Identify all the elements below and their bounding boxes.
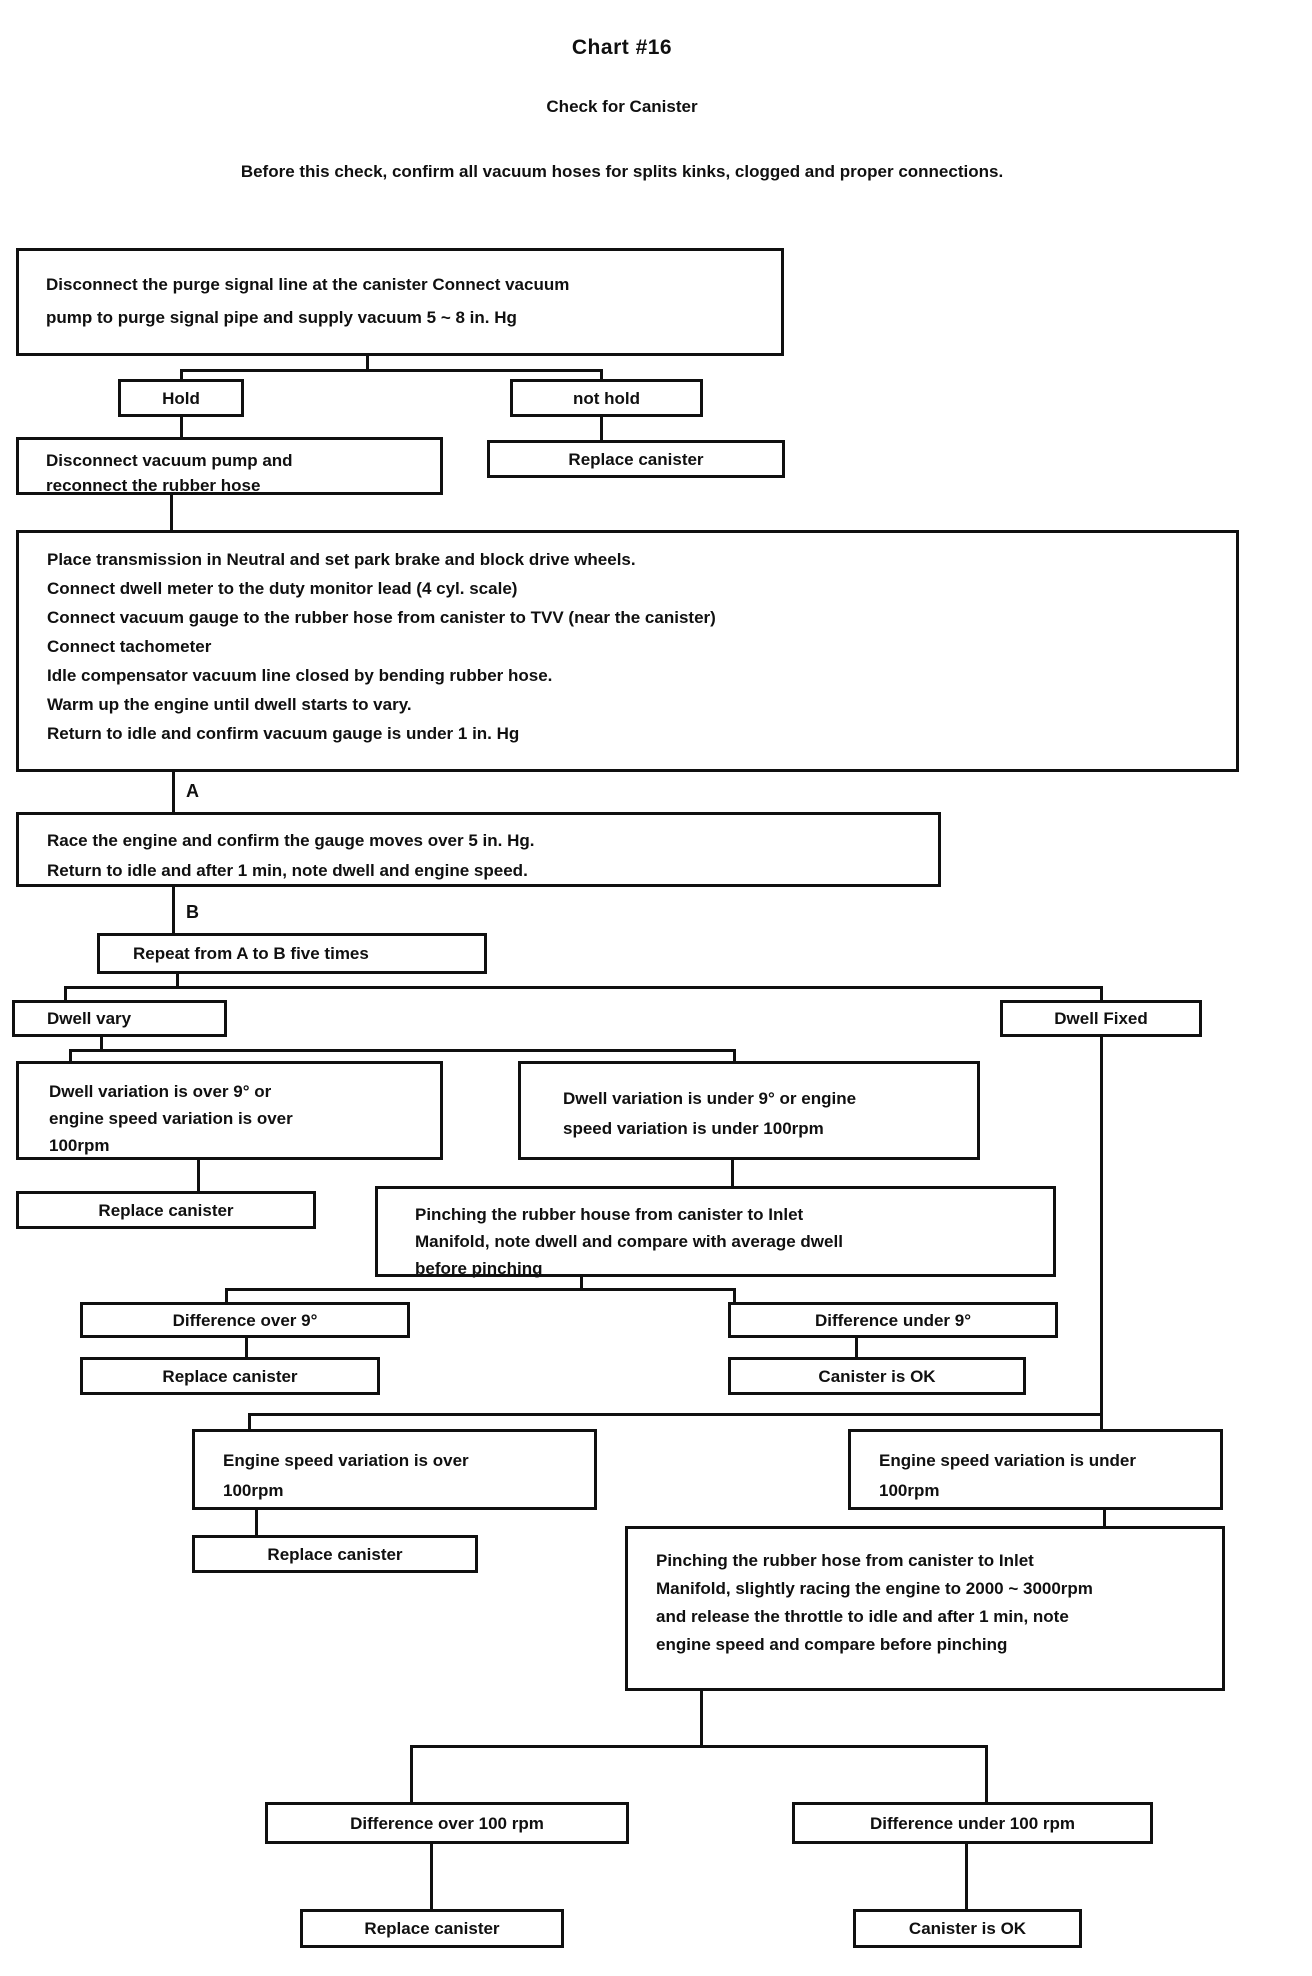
text-line: Connect vacuum gauge to the rubber hose …: [47, 608, 716, 627]
connector-line: [225, 1288, 228, 1302]
node-engine-speed-over: Engine speed variation is over 100rpm: [192, 1429, 597, 1510]
node-difference-under-9: Difference under 9°: [728, 1302, 1058, 1338]
node-replace-canister-3: Replace canister: [80, 1357, 380, 1395]
node-pinch-house: Pinching the rubber house from canister …: [375, 1186, 1056, 1278]
connector-line: [580, 1277, 583, 1290]
text-line: Manifold, slightly racing the engine to …: [656, 1579, 1093, 1598]
node-repeat: Repeat from A to B five times: [97, 933, 487, 974]
connector-line: [733, 1288, 736, 1302]
connector-line: [255, 1510, 258, 1535]
node-dwell-variation-over: Dwell variation is over 9° or engine spe…: [16, 1061, 443, 1160]
text-line: engine speed and compare before pinching: [656, 1635, 1008, 1654]
text-line: Pinching the rubber hose from canister t…: [656, 1551, 1034, 1570]
text-line: 100rpm: [879, 1481, 940, 1500]
connector-line: [855, 1338, 858, 1357]
connector-line: [180, 369, 183, 379]
connector-line: [180, 417, 183, 437]
text-line: Manifold, note dwell and compare with av…: [415, 1232, 843, 1251]
text-line: Idle compensator vacuum line closed by b…: [47, 666, 553, 685]
node-disconnect-pump: Disconnect vacuum pump and reconnect the…: [16, 437, 443, 495]
connector-line: [366, 356, 369, 372]
node-dwell-vary: Dwell vary: [12, 1000, 227, 1037]
text-line: Pinching the rubber house from canister …: [415, 1205, 804, 1224]
connector-line: [172, 887, 175, 933]
connector-line: [1100, 986, 1103, 1000]
node-difference-under-100: Difference under 100 rpm: [792, 1802, 1153, 1844]
text-line: pump to purge signal pipe and supply vac…: [46, 308, 517, 327]
text-line: 100rpm: [49, 1136, 110, 1155]
node-dwell-variation-under: Dwell variation is under 9° or engine sp…: [518, 1061, 980, 1160]
text-line: speed variation is under 100rpm: [563, 1119, 824, 1138]
connector-line: [245, 1338, 248, 1357]
node-replace-canister-2: Replace canister: [16, 1191, 316, 1229]
connector-line: [69, 1049, 72, 1061]
page-subtitle: Check for Canister: [546, 97, 698, 116]
text-line: Disconnect the purge signal line at the …: [46, 275, 570, 294]
node-difference-over-9: Difference over 9°: [80, 1302, 410, 1338]
connector-line: [248, 1413, 1103, 1416]
connector-line: [700, 1691, 703, 1748]
text-line: Connect tachometer: [47, 637, 212, 656]
connector-line: [176, 974, 179, 988]
connector-line: [172, 772, 175, 812]
node-canister-ok-1: Canister is OK: [728, 1357, 1026, 1395]
node-race-engine: Race the engine and confirm the gauge mo…: [16, 812, 941, 887]
text-line: Return to idle and confirm vacuum gauge …: [47, 724, 520, 743]
node-replace-canister-1: Replace canister: [487, 440, 785, 478]
branch-label-b: B: [186, 902, 199, 922]
connector-line: [600, 417, 603, 440]
connector-line: [1100, 1037, 1103, 1415]
node-purge-signal: Disconnect the purge signal line at the …: [16, 248, 784, 356]
node-difference-over-100: Difference over 100 rpm: [265, 1802, 629, 1844]
connector-line: [1100, 1413, 1103, 1429]
text-line: before pinching: [415, 1259, 543, 1278]
node-engine-speed-under: Engine speed variation is under 100rpm: [848, 1429, 1223, 1510]
connector-line: [410, 1745, 988, 1748]
connector-line: [985, 1745, 988, 1802]
text-line: engine speed variation is over: [49, 1109, 293, 1128]
node-replace-canister-5: Replace canister: [300, 1909, 564, 1948]
connector-line: [225, 1288, 736, 1291]
node-not-hold: not hold: [510, 379, 703, 417]
text-line: Disconnect vacuum pump and: [46, 451, 293, 470]
text-line: Place transmission in Neutral and set pa…: [47, 550, 636, 569]
connector-line: [64, 986, 1103, 989]
node-dwell-fixed: Dwell Fixed: [1000, 1000, 1202, 1037]
node-setup-instructions: Place transmission in Neutral and set pa…: [16, 530, 1239, 772]
text-line: Connect dwell meter to the duty monitor …: [47, 579, 518, 598]
text-line: Race the engine and confirm the gauge mo…: [47, 831, 535, 850]
connector-line: [733, 1049, 736, 1061]
connector-line: [69, 1049, 736, 1052]
text-line: and release the throttle to idle and aft…: [656, 1607, 1069, 1626]
connector-line: [248, 1413, 251, 1429]
connector-line: [731, 1160, 734, 1186]
text-line: 100rpm: [223, 1481, 284, 1500]
text-line: Engine speed variation is under: [879, 1451, 1136, 1470]
node-pinch-hose: Pinching the rubber hose from canister t…: [625, 1526, 1225, 1691]
connector-line: [965, 1844, 968, 1909]
connector-line: [197, 1160, 200, 1191]
connector-line: [1103, 1510, 1106, 1526]
node-canister-ok-2: Canister is OK: [853, 1909, 1082, 1948]
text-line: Engine speed variation is over: [223, 1451, 469, 1470]
node-hold: Hold: [118, 379, 244, 417]
connector-line: [100, 1037, 103, 1051]
text-line: Dwell variation is over 9° or: [49, 1082, 272, 1101]
branch-label-a: A: [186, 781, 199, 801]
connector-line: [410, 1745, 413, 1802]
text-line: Return to idle and after 1 min, note dwe…: [47, 861, 528, 880]
page-title: Chart #16: [571, 36, 673, 59]
connector-line: [430, 1844, 433, 1909]
text-line: reconnect the rubber hose: [46, 476, 261, 495]
connector-line: [170, 495, 173, 530]
text-line: Dwell variation is under 9° or engine: [563, 1089, 857, 1108]
connector-line: [64, 986, 67, 1000]
precheck-note: Before this check, confirm all vacuum ho…: [240, 162, 1004, 181]
node-replace-canister-4: Replace canister: [192, 1535, 478, 1573]
connector-line: [600, 369, 603, 379]
text-line: Warm up the engine until dwell starts to…: [47, 695, 412, 714]
connector-line: [180, 369, 603, 372]
